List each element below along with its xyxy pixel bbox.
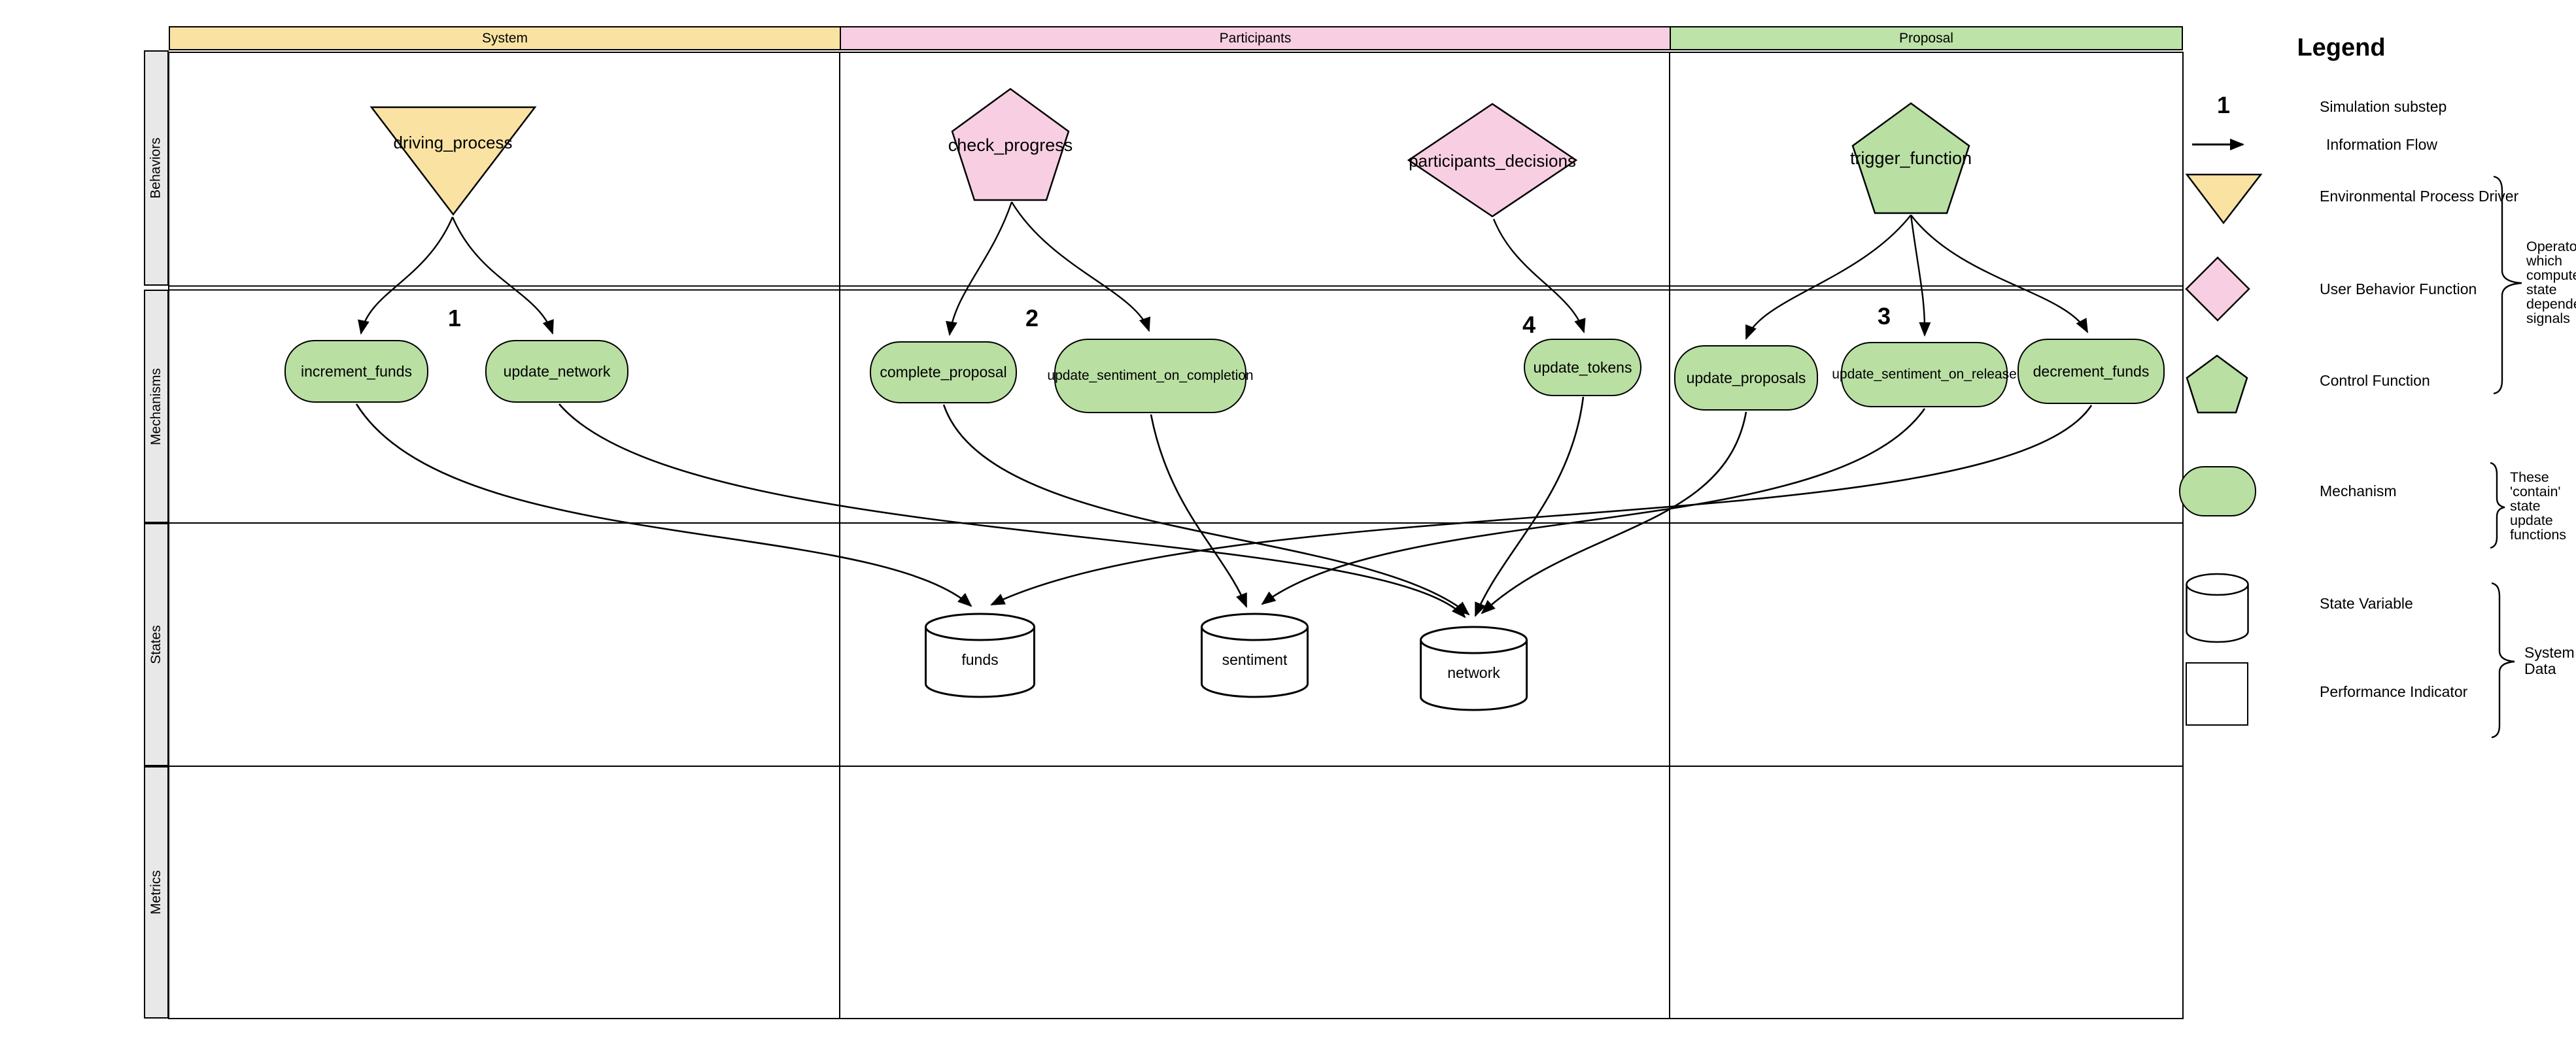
triangle-down-icon: [2185, 173, 2263, 225]
node-update-sentiment-on-release: update_sentiment_on_release: [1832, 342, 2017, 407]
legend-item-performance-indicator: Performance Indicator: [2320, 683, 2468, 700]
node-participants-decisions: participants_decisions: [1409, 151, 1576, 171]
pentagon-icon: [2186, 354, 2248, 414]
row-header-behaviors: Behaviors: [144, 50, 169, 286]
node-decrement-funds: decrement_funds: [2018, 339, 2165, 404]
node-update-proposals: update_proposals: [1674, 345, 1818, 411]
legend-item-environmental-process-driver: Environmental Process Driver: [2320, 188, 2519, 205]
legend-annotation-operators: Operato which compute state depende sign…: [2526, 239, 2576, 326]
node-funds: funds: [961, 651, 999, 668]
diamond-shape: [1407, 103, 1578, 218]
legend-glyphs: [2185, 139, 2263, 643]
legend-braces: [2490, 175, 2522, 739]
column-header-label: System: [481, 30, 528, 46]
cylinder-icon-top: [2186, 573, 2249, 596]
legend-item-information-flow: Information Flow: [2326, 136, 2438, 153]
row-header-label: Mechanisms: [148, 367, 163, 445]
row-header-mechanisms: Mechanisms: [144, 290, 169, 523]
node-trigger-function: trigger_function: [1849, 148, 1972, 168]
node-update-tokens: update_tokens: [1524, 339, 1641, 396]
cylinder-shape: [1201, 627, 1309, 698]
cylinder-top: [1201, 613, 1309, 641]
substep-number-icon: 1: [2216, 92, 2231, 118]
substep-number-2: 2: [1025, 305, 1039, 331]
brace-operators: [2493, 175, 2522, 395]
diamond-icon: [2185, 256, 2250, 322]
mechanism-to-state-arrows: [355, 396, 2093, 618]
column-header-label: Proposal: [1899, 30, 1953, 46]
legend-item-state-variable: State Variable: [2320, 595, 2413, 612]
node-driving-process: driving_process: [393, 133, 513, 152]
behavior-to-mechanism-arrows: [358, 201, 2089, 340]
state-cylinders: [925, 613, 1528, 711]
node-increment-funds: increment_funds: [284, 340, 428, 403]
legend-annotation-system-data: System Data: [2524, 644, 2575, 677]
row-header-label: Metrics: [148, 870, 164, 915]
row-header-metrics: Metrics: [144, 766, 169, 1019]
row-header-states: States: [144, 523, 169, 766]
grid-lines: [168, 52, 2184, 1019]
node-network: network: [1447, 664, 1500, 681]
column-header-label: Participants: [1219, 30, 1292, 46]
legend-item-mechanism: Mechanism: [2320, 482, 2397, 499]
legend-title: Legend: [2297, 34, 2386, 61]
pentagon-shape: [951, 88, 1070, 201]
cylinder-shape: [1420, 640, 1528, 711]
legend-item-user-behavior-function: User Behavior Function: [2320, 280, 2477, 297]
row-header-label: Behaviors: [148, 137, 164, 199]
node-update-sentiment-on-completion: update_sentiment_on_completion: [1047, 339, 1254, 413]
legend-item-control-function: Control Function: [2320, 372, 2430, 389]
column-header-proposal: Proposal: [1670, 26, 2183, 50]
column-header-participants: Participants: [840, 26, 1671, 50]
cylinder-icon: [2186, 584, 2249, 643]
cylinder-top: [1420, 626, 1528, 654]
brace-mechanism: [2490, 462, 2505, 549]
row-header-label: States: [148, 625, 164, 664]
triangle-down-shape: [369, 106, 537, 216]
substep-number-4: 4: [1522, 311, 1536, 338]
node-complete-proposal: complete_proposal: [870, 341, 1017, 403]
behavior-shapes: [369, 88, 1970, 218]
stadium-icon: [2179, 466, 2256, 516]
node-check-progress: check_progress: [948, 135, 1073, 155]
node-sentiment: sentiment: [1222, 651, 1288, 668]
substep-number-3: 3: [1877, 303, 1891, 329]
cylinder-top: [925, 613, 1035, 641]
column-header-system: System: [169, 26, 841, 50]
pentagon-shape: [1851, 102, 1970, 214]
legend-item-simulation-substep: Simulation substep: [2320, 98, 2447, 115]
substep-number-1: 1: [447, 305, 462, 331]
brace-system-data: [2491, 582, 2515, 739]
node-update-network: update_network: [485, 340, 628, 403]
legend-annotation-contain-state-update: These 'contain' state update functions: [2510, 469, 2567, 543]
cylinder-shape: [925, 627, 1035, 698]
square-icon: [2186, 662, 2248, 726]
